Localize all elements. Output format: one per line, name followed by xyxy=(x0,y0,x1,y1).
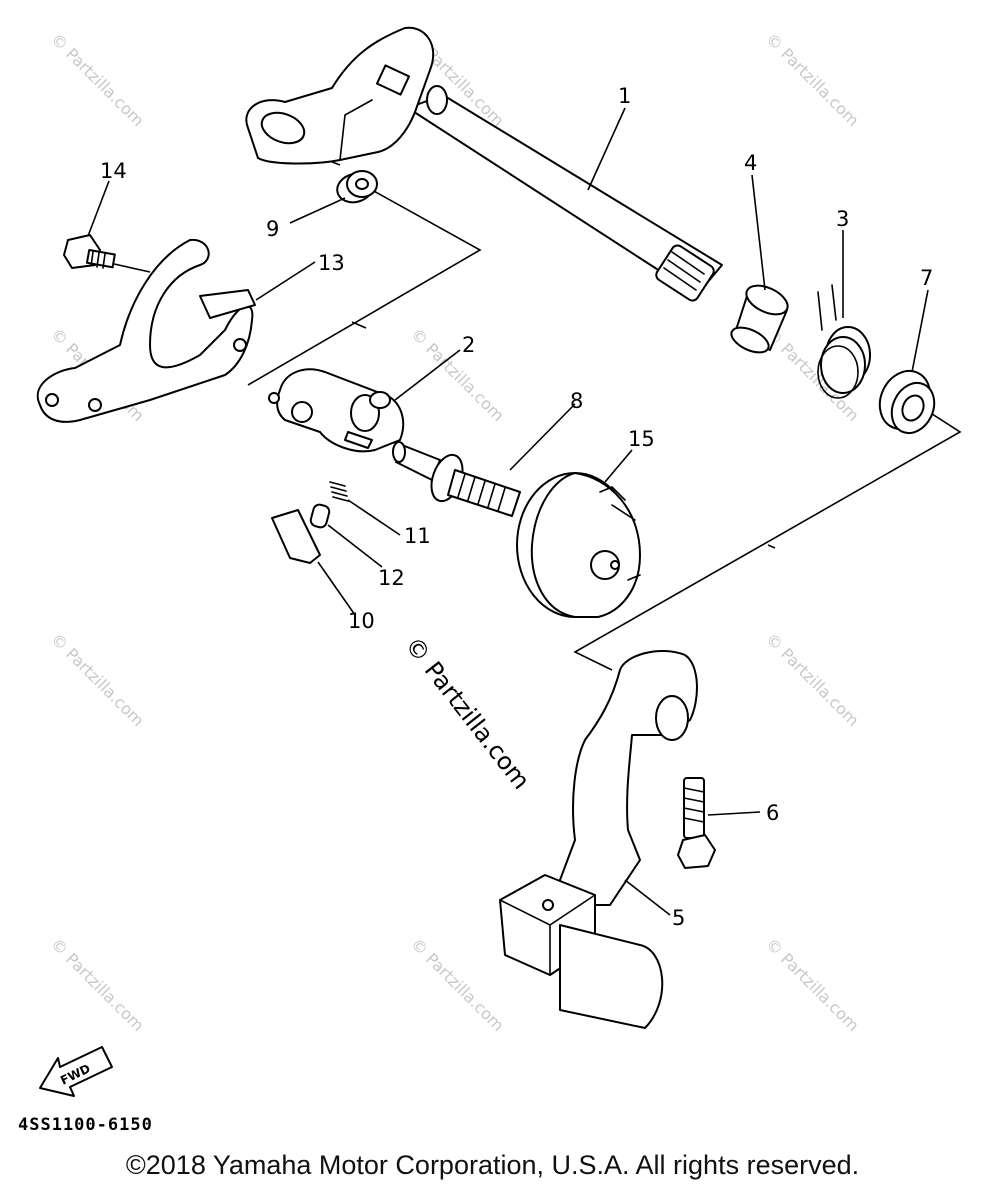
callout-11: 11 xyxy=(404,524,431,548)
callout-13: 13 xyxy=(318,251,345,275)
callout-10: 10 xyxy=(348,609,375,633)
watermark: © Partzilla.com xyxy=(47,934,148,1035)
part-2-shift-arm xyxy=(268,368,405,453)
part-9-washer xyxy=(336,170,378,204)
part-4-bushing xyxy=(730,284,789,354)
part-14-bolt xyxy=(63,234,116,269)
part-11-spring xyxy=(329,481,349,502)
callout-3: 3 xyxy=(836,207,849,231)
part-10-cover xyxy=(271,509,321,564)
part-12-pin xyxy=(309,503,331,529)
part-13-plate xyxy=(36,238,256,423)
part-5-shift-pedal xyxy=(499,650,698,1029)
watermark: © Partzilla.com xyxy=(407,324,508,425)
part-15-segment xyxy=(516,472,641,618)
callout-14: 14 xyxy=(100,159,127,183)
watermark: © Partzilla.com xyxy=(762,29,863,130)
part-7-oil-seal xyxy=(878,369,936,435)
watermark: © Partzilla.com xyxy=(47,629,148,730)
callout-8: 8 xyxy=(570,389,583,413)
watermarks: © Partzilla.com © Partzilla.com © Partzi… xyxy=(47,29,863,1035)
callout-7: 7 xyxy=(920,266,933,290)
callout-12: 12 xyxy=(378,566,405,590)
callout-6: 6 xyxy=(766,801,779,825)
center-watermark: © Partzilla.com xyxy=(399,631,535,794)
diagram-code: 4SS1100-6150 xyxy=(18,1115,153,1135)
callout-leaders xyxy=(87,107,929,916)
callout-15: 15 xyxy=(628,427,655,451)
part-3-spring xyxy=(817,284,871,399)
callout-4: 4 xyxy=(744,151,757,175)
callout-5: 5 xyxy=(672,906,685,930)
fwd-arrow-icon: FWD xyxy=(39,1046,113,1097)
callout-2: 2 xyxy=(462,333,475,357)
part-1-shift-shaft xyxy=(245,26,723,302)
watermark: © Partzilla.com xyxy=(47,29,148,130)
callouts: 1 2 3 4 5 6 7 8 9 10 11 12 13 14 15 xyxy=(100,84,933,930)
watermark: © Partzilla.com xyxy=(407,934,508,1035)
callout-9: 9 xyxy=(266,217,279,241)
part-8-bolt xyxy=(392,441,521,517)
watermark: © Partzilla.com xyxy=(762,629,863,730)
copyright-notice: ©2018 Yamaha Motor Corporation, U.S.A. A… xyxy=(125,1150,860,1180)
callout-1: 1 xyxy=(618,84,631,108)
part-6-bolt xyxy=(677,777,716,869)
watermark: © Partzilla.com xyxy=(762,934,863,1035)
